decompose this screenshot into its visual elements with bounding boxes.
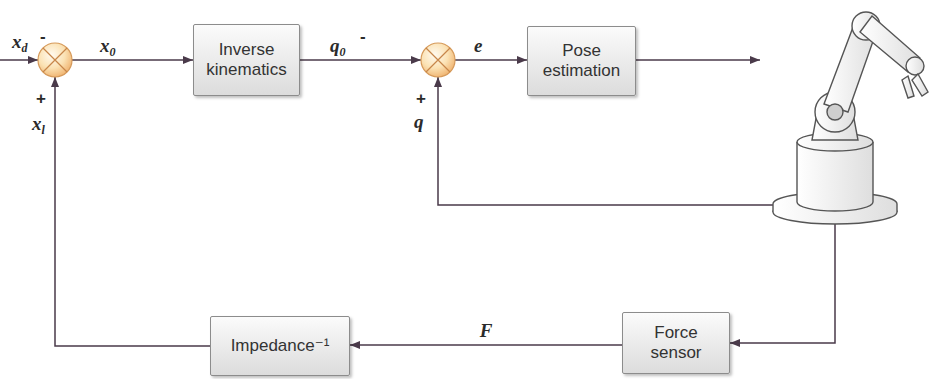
robot-gripper — [902, 76, 914, 98]
sign-label: + — [36, 90, 46, 109]
junction-cross — [43, 48, 67, 72]
signal-wire — [455, 59, 527, 61]
signal-wire — [72, 59, 193, 61]
robot-gripper — [912, 74, 928, 96]
robot-joint — [827, 104, 843, 120]
signal-wires — [0, 60, 835, 346]
signal-wire — [300, 59, 421, 61]
sensor-wire — [730, 224, 835, 343]
junction-circle — [421, 43, 455, 77]
process-box: Force sensor — [622, 312, 730, 374]
junction-cross — [426, 48, 450, 72]
junction-circle — [38, 43, 72, 77]
robot-arm — [773, 12, 928, 224]
process-box: Pose estimation — [527, 26, 636, 96]
sign-label: - — [360, 28, 366, 47]
signal-name: q — [414, 112, 424, 133]
box-label: Pose estimation — [534, 41, 629, 82]
box-label: Inverse kinematics — [200, 40, 293, 81]
signal-name: x0 — [100, 36, 116, 59]
signal-wire — [0, 59, 38, 61]
feedback-wire — [438, 77, 785, 205]
sign-label: - — [40, 28, 46, 47]
box-label: Force sensor — [629, 323, 723, 364]
signal-connector — [350, 344, 622, 346]
sign-label: + — [416, 90, 426, 109]
robot-wrist — [906, 57, 924, 75]
process-box: Impedance⁻¹ — [210, 316, 350, 376]
box-label: Impedance⁻¹ — [231, 336, 330, 356]
signal-name: xd — [12, 32, 28, 55]
signal-name: xl — [32, 114, 45, 137]
summing-junction — [421, 43, 455, 77]
summing-junction — [38, 43, 72, 77]
feedback-wire — [55, 77, 210, 346]
signal-name: q0 — [330, 36, 346, 59]
robot-column — [797, 142, 873, 211]
signal-wire — [636, 59, 760, 61]
signal-name: e — [474, 36, 482, 57]
process-box: Inverse kinematics — [193, 24, 300, 96]
edge-label: F — [478, 321, 495, 342]
